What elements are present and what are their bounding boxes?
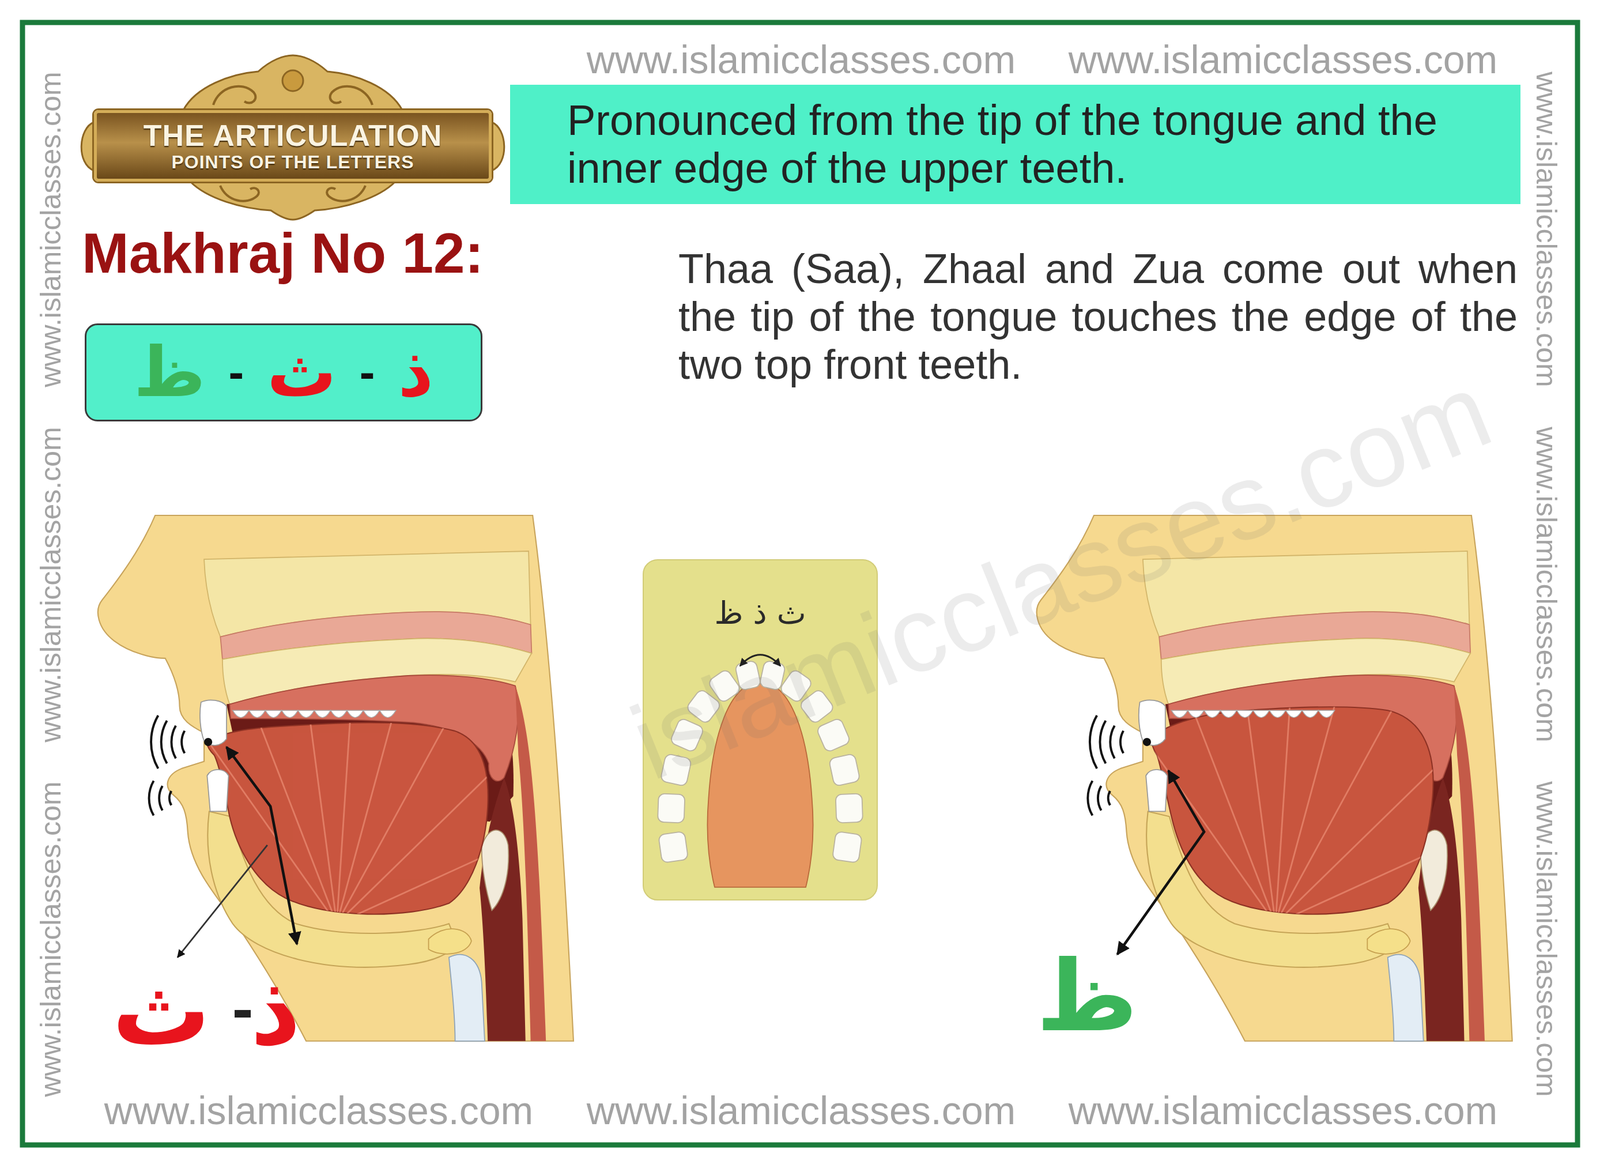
watermark: www.islamicclasses.com <box>586 1088 1016 1132</box>
letter-label: ث <box>112 956 211 1064</box>
letters-box: ظ-ث-ذ <box>84 323 483 422</box>
tooth <box>658 831 689 863</box>
tongue-fibre <box>1275 642 1429 924</box>
plaque-subheading: POINTS OF THE LETTERS <box>171 152 414 173</box>
watermark: www.islamicclasses.com <box>586 38 1016 82</box>
definition-band: Pronounced from the tip of the tongue an… <box>510 84 1521 205</box>
tongue-fibre <box>1275 622 1358 924</box>
ornament-base <box>190 181 396 220</box>
watermark: www.islamicclasses.com <box>1530 71 1562 387</box>
arabic-letter: ث <box>266 330 337 414</box>
tongue-fibre <box>336 816 572 924</box>
plaque-ornament <box>81 55 505 220</box>
tongue-fibre <box>1163 632 1276 924</box>
tongue-fibre <box>1234 612 1276 924</box>
letter-label: ظ <box>1036 942 1139 1051</box>
slide-frame <box>22 22 1578 1145</box>
tongue-fibre <box>224 632 337 924</box>
tongue-fibres <box>1091 612 1511 924</box>
tongue-fibre <box>295 612 337 924</box>
dash-separator: - <box>359 349 376 396</box>
ornament-boss <box>282 70 304 92</box>
arabic-letter: ذ <box>397 330 434 414</box>
ornament-scroll <box>330 86 373 105</box>
watermark: www.islamicclasses.com <box>1068 1088 1498 1132</box>
watermark: www.islamicclasses.com <box>35 780 67 1097</box>
ornament-crest <box>183 55 403 111</box>
watermark: www.islamicclasses.com <box>1530 780 1562 1097</box>
tongue-fibre <box>336 642 490 924</box>
tongue-fibre <box>153 663 338 924</box>
ornament-side <box>491 122 505 171</box>
slide-title: Makhraj No 12: <box>81 220 484 286</box>
ornament-scroll <box>213 86 256 105</box>
tooth <box>828 753 861 787</box>
tongue-fibre <box>1275 714 1490 924</box>
plaque-heading: THE ARTICULATION <box>143 119 443 153</box>
letter-label: ذ <box>250 956 301 1064</box>
title-plaque: THE ARTICULATIONPOINTS OF THE LETTERS <box>93 110 492 182</box>
definition-text: Pronounced from the tip of the tongue an… <box>567 96 1498 192</box>
tongue-fibre <box>336 612 357 924</box>
watermark: www.islamicclasses.com <box>104 1088 534 1132</box>
tongue-fibre <box>1275 612 1296 924</box>
tongue-fibre <box>1275 816 1511 924</box>
dash-separator: - <box>232 972 254 1043</box>
watermark: www.islamicclasses.com <box>35 71 67 387</box>
teeth-and-waves <box>1087 699 1335 815</box>
body-text: Thaa (Saa), Zhaal and Zua come out when … <box>678 244 1518 389</box>
tongue-fibres <box>153 612 572 924</box>
watermark: www.islamicclasses.com <box>35 426 67 742</box>
watermark: www.islamicclasses.com <box>1068 38 1498 82</box>
tongue-fibre <box>336 622 419 924</box>
dash-separator: - <box>228 349 245 396</box>
arabic-letter: ظ <box>133 330 206 414</box>
ornament-side <box>81 122 94 171</box>
leader-arrow <box>226 746 297 945</box>
ornament-scroll <box>326 185 366 202</box>
watermark: www.islamicclasses.com <box>1530 426 1562 742</box>
ornament-scroll <box>220 185 259 202</box>
tongue-fibre <box>1091 663 1276 924</box>
tooth <box>832 831 863 863</box>
tooth <box>835 793 863 824</box>
leader-arrow <box>177 844 268 958</box>
tongue-fibre <box>336 714 552 924</box>
leader-arrow <box>1117 770 1205 955</box>
teeth-and-waves <box>149 699 396 815</box>
